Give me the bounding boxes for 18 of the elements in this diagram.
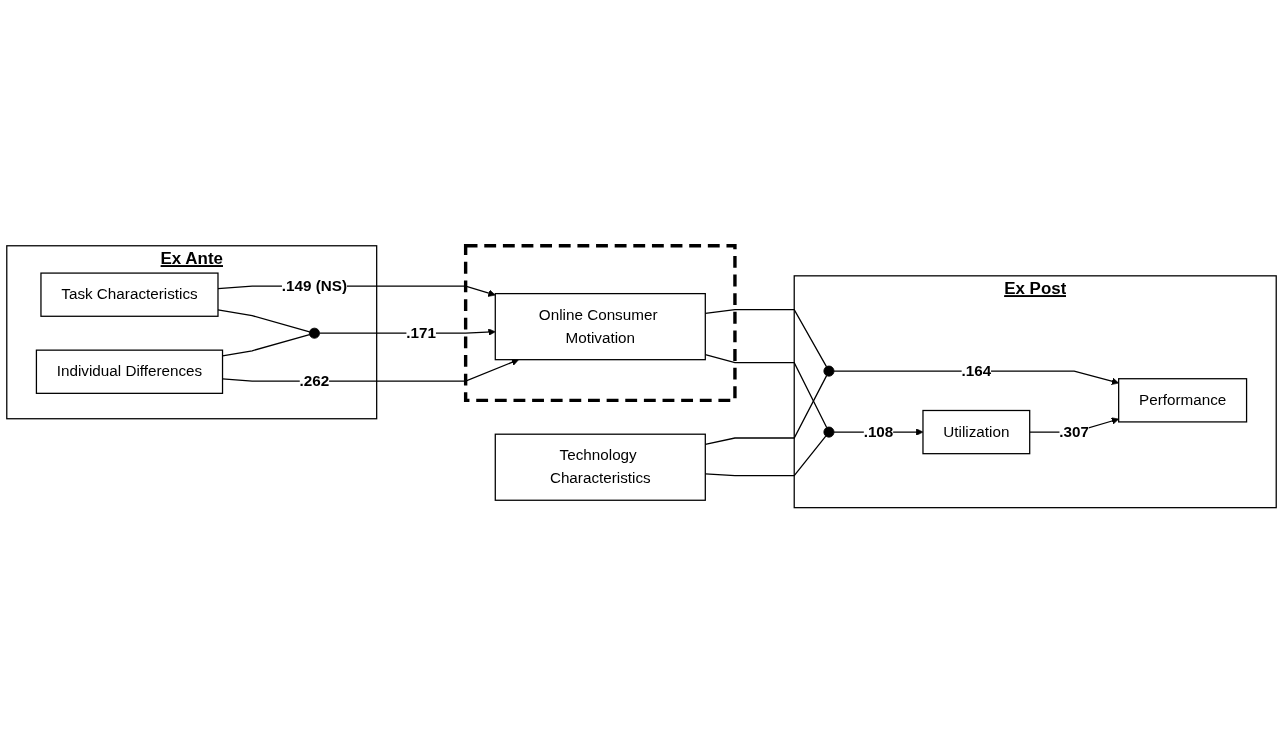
edge-label: .262 <box>299 371 330 389</box>
edge-label: .149 (NS) <box>281 277 348 295</box>
node-box: Technology Characteristics <box>494 433 706 501</box>
node-box: Online Consumer Motivation <box>494 292 706 361</box>
node-box: Individual Differences <box>35 349 224 394</box>
edge-label: .307 <box>1059 422 1090 440</box>
node-circle <box>308 327 320 339</box>
edge-label: .171 <box>406 324 436 342</box>
node-box: Performance <box>1118 377 1248 423</box>
node-box: Task Characteristics <box>40 272 219 317</box>
node-circle <box>823 426 835 438</box>
connector <box>217 308 311 333</box>
edge-label: .108 <box>863 422 894 440</box>
node-circle <box>823 365 835 377</box>
cluster <box>463 243 737 402</box>
edge-label: .164 <box>961 362 992 379</box>
arrow <box>833 370 1119 385</box>
node-box: Utilization <box>922 409 1031 455</box>
